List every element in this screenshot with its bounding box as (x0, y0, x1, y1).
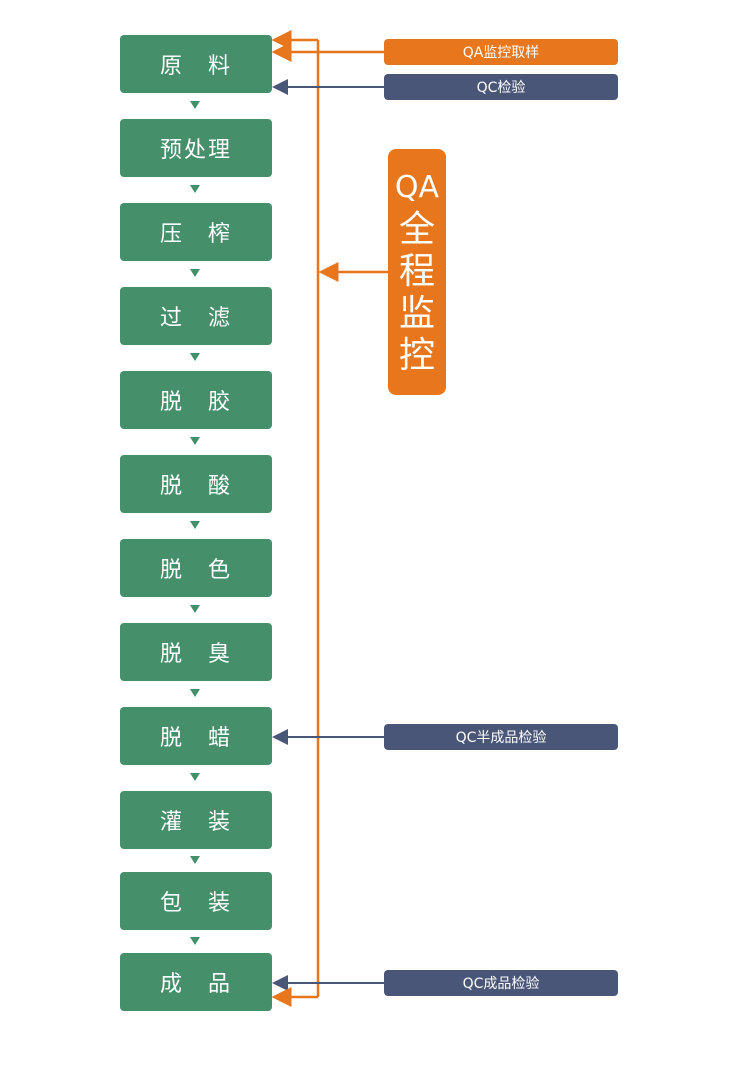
qa-full-line: 监 (398, 293, 435, 334)
step-decolorization: 脱 色 (120, 539, 272, 597)
down-arrow-icon (190, 101, 200, 109)
down-arrow-icon (190, 353, 200, 361)
qc-final-product-tag: QC成品检验 (384, 970, 618, 996)
step-raw-material: 原 料 (120, 35, 272, 93)
step-degumming: 脱 胶 (120, 371, 272, 429)
down-arrow-icon (190, 773, 200, 781)
step-pressing: 压 榨 (120, 203, 272, 261)
qa-full-line: 控 (398, 335, 435, 376)
step-deodorization: 脱 臭 (120, 623, 272, 681)
down-arrow-icon (190, 437, 200, 445)
qa-full-line: 程 (398, 251, 435, 292)
qa-full-line: 全 (398, 209, 435, 250)
step-finished-product: 成 品 (120, 953, 272, 1011)
step-filtering: 过 滤 (120, 287, 272, 345)
step-packaging: 包 装 (120, 872, 272, 930)
down-arrow-icon (190, 185, 200, 193)
qa-sampling-tag: QA监控取样 (384, 39, 618, 65)
step-deacidification: 脱 酸 (120, 455, 272, 513)
down-arrow-icon (190, 605, 200, 613)
down-arrow-icon (190, 937, 200, 945)
step-filling: 灌 装 (120, 791, 272, 849)
down-arrow-icon (190, 521, 200, 529)
qa-full-line: QA (394, 170, 440, 205)
down-arrow-icon (190, 856, 200, 864)
step-dewaxing: 脱 蜡 (120, 707, 272, 765)
qa-full-monitoring-box: QA 全 程 监 控 (388, 149, 446, 395)
qc-semi-product-tag: QC半成品检验 (384, 724, 618, 750)
down-arrow-icon (190, 689, 200, 697)
down-arrow-icon (190, 269, 200, 277)
step-pretreatment: 预处理 (120, 119, 272, 177)
qc-inspection-tag: QC检验 (384, 74, 618, 100)
